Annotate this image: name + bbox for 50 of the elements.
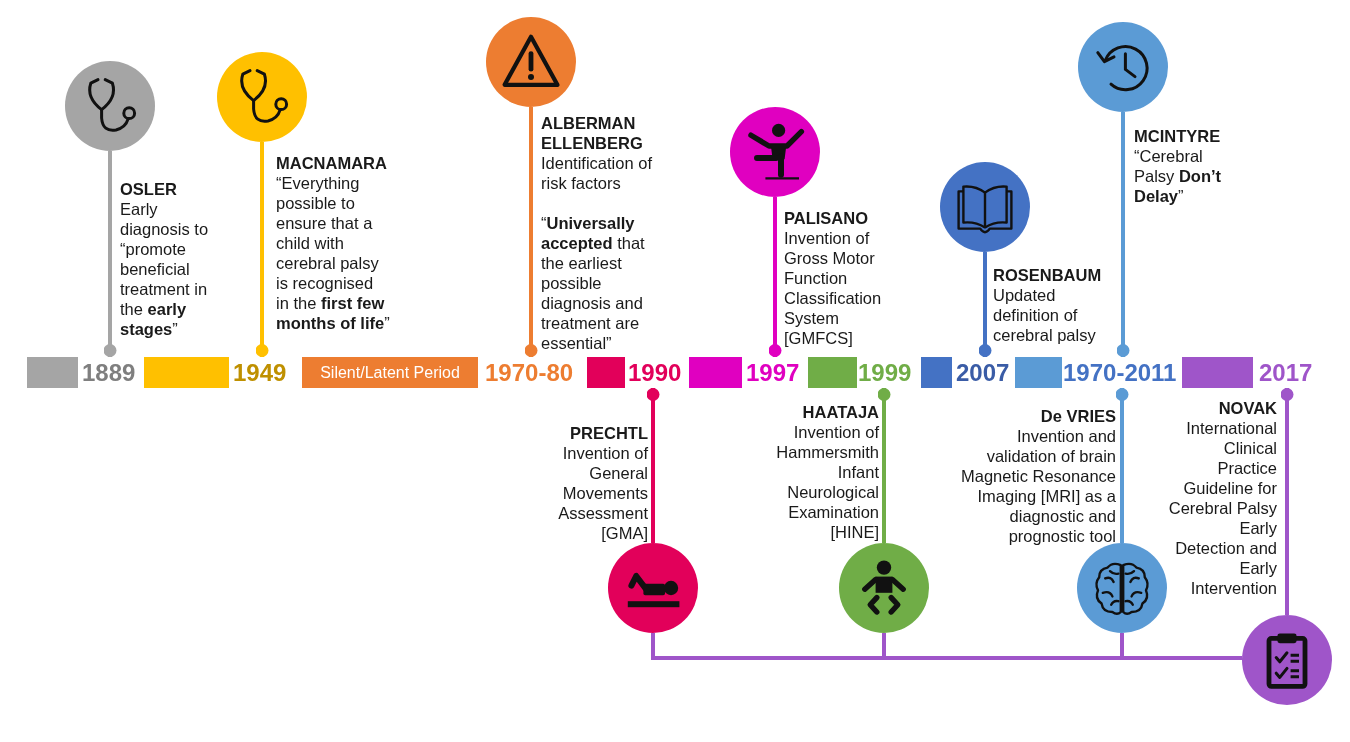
connector-line	[1115, 388, 1129, 543]
timeline-bar	[689, 357, 742, 388]
name-heading: PALISANO	[784, 208, 869, 228]
event-description: Invention of Gross Motor Function Classification System [GMFCS]	[784, 228, 883, 348]
name-heading: ALBERMAN ELLENBERG	[541, 113, 644, 153]
name-heading: OSLER	[120, 179, 177, 199]
name-heading: MACNAMARA	[276, 153, 387, 173]
event-description: Updated definition of cerebral palsy	[993, 285, 1097, 345]
connector-line	[524, 107, 538, 357]
timeline-bar	[921, 357, 952, 388]
connector-line	[255, 142, 269, 357]
connector-line	[646, 388, 660, 543]
timeline-bar	[1015, 357, 1062, 388]
year-label: 2017	[1259, 357, 1313, 388]
connector-line	[651, 633, 655, 660]
year-label: 1970-80	[485, 357, 574, 388]
timeline-bar	[27, 357, 78, 388]
event-description: Invention and validation of brain Magnetic Resonance Imaging [MRI] as a diagnostic and prognostic tool	[960, 426, 1116, 546]
year-label: 1990	[628, 357, 682, 388]
event-description: “Cerebral Palsy Don’t Delay”	[1134, 146, 1223, 206]
year-label: 1970-2011	[1063, 357, 1177, 388]
year-label: 1889	[82, 357, 136, 388]
year-label: 2007	[956, 357, 1010, 388]
event-description: International Clinical Practice Guideline for Cerebral Palsy Early Detection and Early Intervention	[1167, 418, 1277, 598]
connector-line	[877, 388, 891, 543]
timeline-bar: Silent/Latent Period	[302, 357, 478, 388]
timeline-bar	[808, 357, 857, 388]
connector-line	[1280, 388, 1294, 615]
timeline-bar	[1182, 357, 1253, 388]
name-heading: MCINTYRE	[1134, 126, 1221, 146]
connector-line	[1116, 112, 1130, 357]
connector-line	[103, 151, 117, 357]
name-heading: ROSENBAUM	[993, 265, 1102, 285]
timeline-bar	[144, 357, 229, 388]
event-description: Identification of risk factors	[541, 153, 653, 193]
year-label: 1949	[233, 357, 287, 388]
name-heading: NOVAK	[1218, 398, 1277, 418]
event-description: Invention of General Movements Assessment [GMA]	[557, 443, 648, 543]
name-heading: HAATAJA	[802, 402, 879, 422]
connector-line	[978, 252, 992, 357]
quote-text: “Universally accepted that the earliest possible diagnosis and treatment are essential”	[541, 213, 646, 353]
timeline-bar	[587, 357, 625, 388]
name-heading: De VRIES	[1040, 406, 1116, 426]
name-heading: PRECHTL	[570, 423, 648, 443]
connector-line	[768, 197, 782, 357]
year-label: 1997	[746, 357, 800, 388]
event-description: “Everything possible to ensure that a child with cerebral palsy is recognised in the first few months of life”	[276, 173, 391, 333]
event-description: Early diagnosis to “promote beneficial treatment in the early stages”	[120, 199, 210, 339]
year-label: 1999	[858, 357, 912, 388]
event-description: Invention of Hammersmith Infant Neurological Examination [HINE]	[775, 422, 879, 542]
